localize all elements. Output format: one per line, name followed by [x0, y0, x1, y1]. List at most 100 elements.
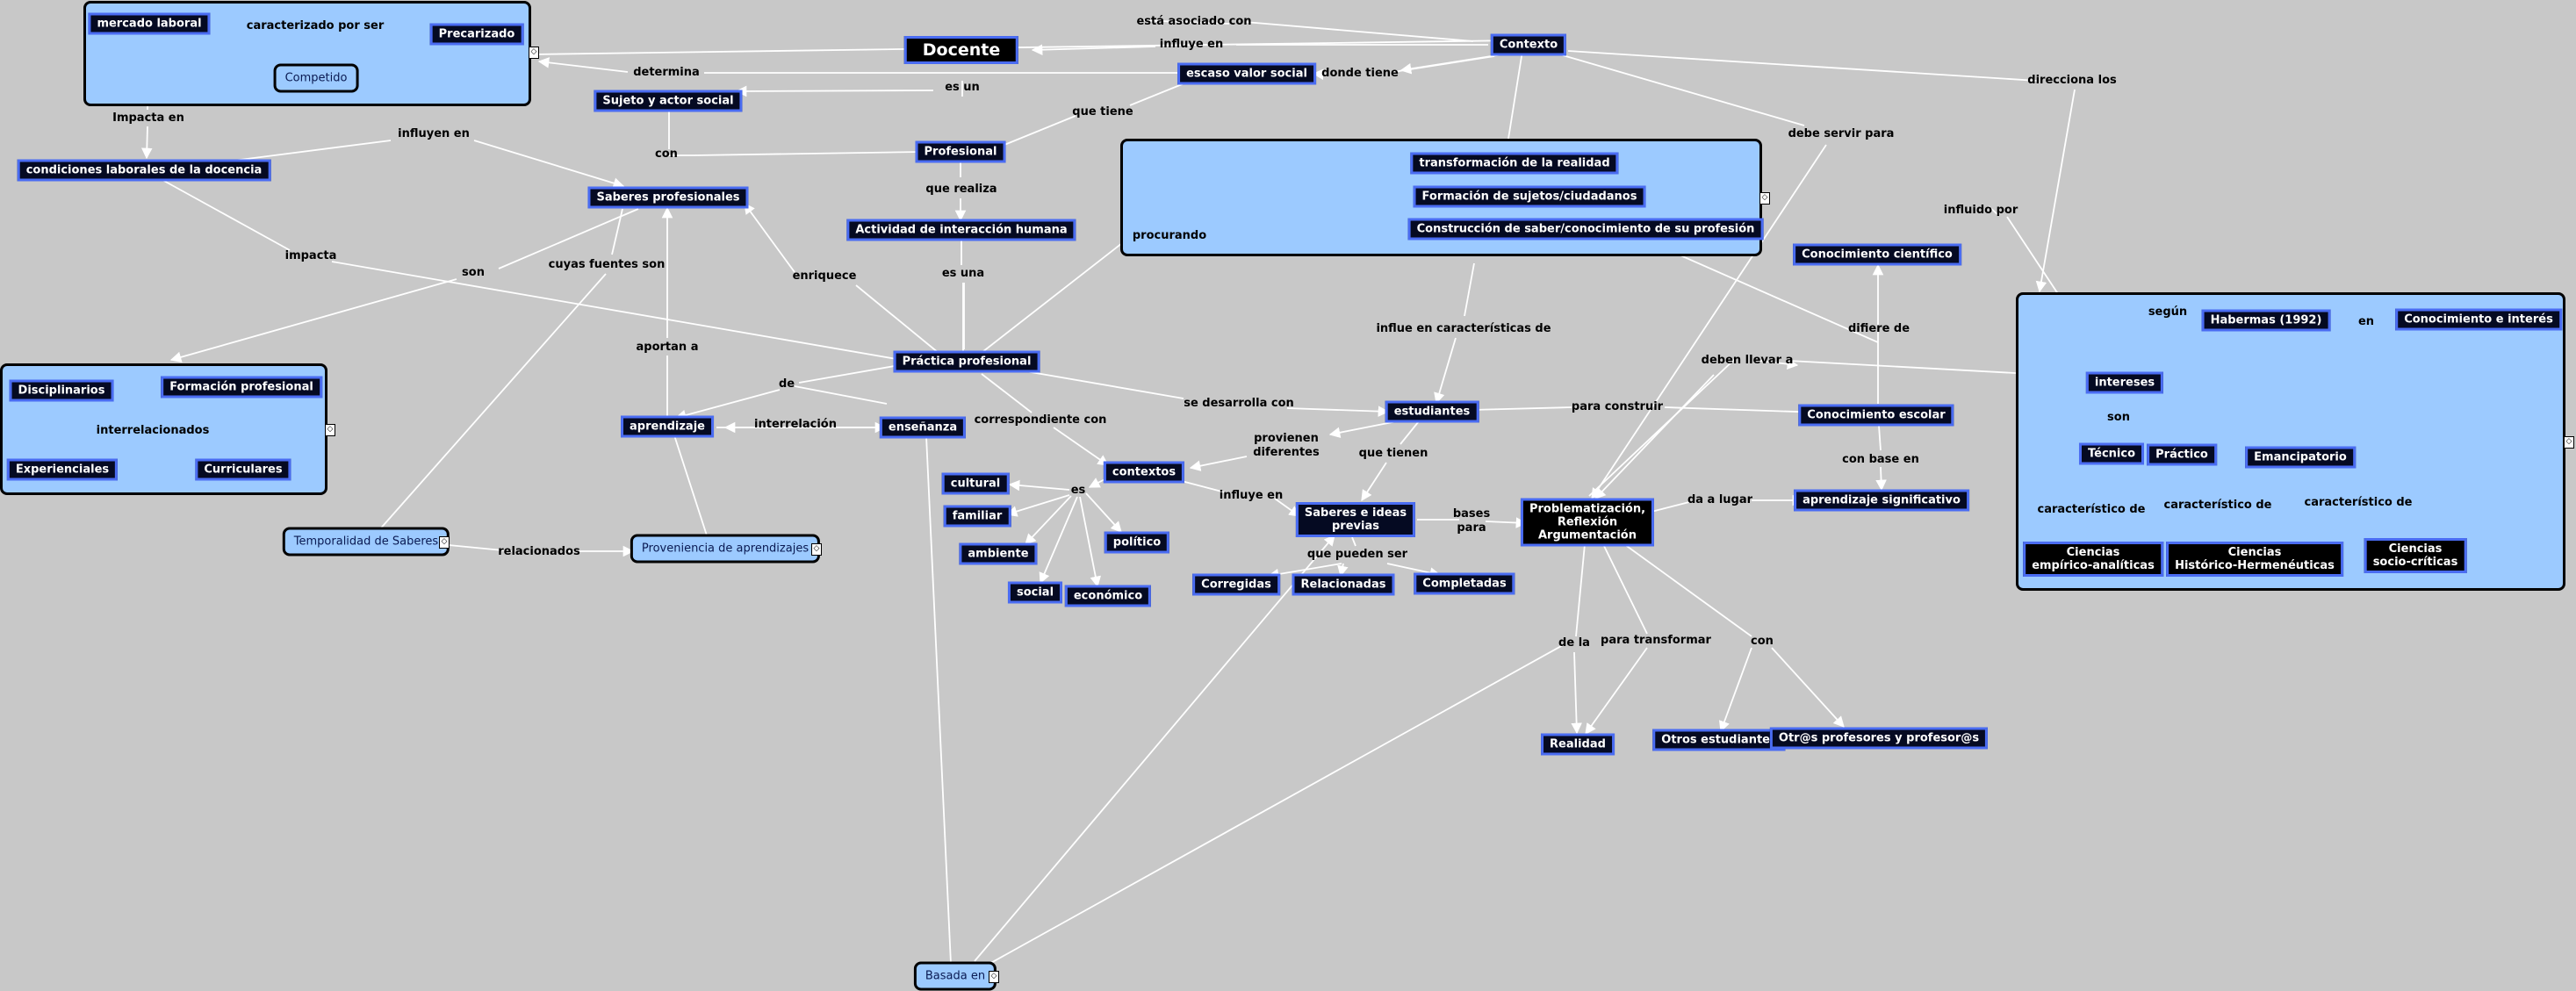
concept-familiar[interactable]: familiar — [943, 505, 1011, 528]
connection-line — [377, 273, 607, 533]
concept-aprendizaje-significativo[interactable]: aprendizaje significativo — [1794, 489, 1969, 512]
collapse-toggle-icon[interactable]: ◇ — [1759, 192, 1770, 205]
concept-practico[interactable]: Práctico — [2147, 443, 2217, 466]
linked-concept-competido[interactable]: Competido — [273, 63, 359, 93]
linked-concept-proveniencia[interactable]: Proveniencia de aprendizajes — [630, 534, 821, 564]
link-influe-caracteristicas: influe en características de — [1376, 322, 1551, 335]
concept-completadas[interactable]: Completadas — [1414, 572, 1515, 595]
concept-relacionadas[interactable]: Relacionadas — [1292, 573, 1395, 596]
connection-line — [141, 126, 153, 160]
concept-emancipatorio[interactable]: Emancipatorio — [2245, 446, 2356, 469]
link-aportan-a: aportan a — [636, 341, 699, 354]
concept-formacion-sujetos[interactable]: Formación de sujetos/ciudadanos — [1413, 185, 1646, 208]
concept-estudiantes[interactable]: estudiantes — [1385, 400, 1479, 423]
concept-habermas[interactable]: Habermas (1992) — [2201, 309, 2331, 332]
link-con-base-en: con base en — [1842, 453, 1919, 466]
concept-otros-profesores[interactable]: Otr@s profesores y profesor@s — [1769, 727, 1989, 750]
connection-line — [2035, 89, 2076, 293]
link-son-right: son — [2107, 411, 2130, 424]
connection-line — [1567, 50, 2038, 82]
collapse-toggle-icon[interactable]: ◇ — [439, 536, 450, 549]
connection-line — [473, 140, 625, 189]
concept-experienciales[interactable]: Experienciales — [6, 458, 119, 481]
linked-concept-basada-en[interactable]: Basada en — [913, 961, 997, 991]
connection-line — [1623, 543, 1752, 637]
connection-line — [1286, 406, 1390, 417]
concept-aprendizaje[interactable]: aprendizaje — [621, 415, 714, 438]
concept-escaso-valor-social[interactable]: escaso valor social — [1177, 62, 1316, 85]
connection-line — [219, 140, 392, 163]
link-para-transformar: para transformar — [1601, 634, 1711, 647]
connection-line — [979, 644, 1564, 970]
concept-ambiente[interactable]: ambiente — [959, 542, 1038, 565]
concept-transformacion-realidad[interactable]: transformación de la realidad — [1410, 152, 1619, 175]
collapse-toggle-icon[interactable]: ◇ — [325, 424, 335, 436]
collapse-toggle-icon[interactable]: ◇ — [989, 971, 999, 983]
concept-sujeto-actor-social[interactable]: Sujeto y actor social — [594, 90, 743, 112]
connection-line — [1010, 368, 1184, 399]
concept-contextos[interactable]: contextos — [1103, 461, 1185, 484]
collapse-toggle-icon[interactable]: ◇ — [2564, 436, 2574, 449]
concept-construccion-saber[interactable]: Construcción de saber/conocimiento de su… — [1407, 218, 1764, 241]
link-provienen-diferentes: provienen diferentes — [1253, 432, 1320, 459]
connection-line — [1571, 651, 1582, 735]
link-que-tiene: que tiene — [1072, 105, 1133, 118]
concept-disciplinarios[interactable]: Disciplinarios — [9, 379, 114, 402]
link-influido-por: influido por — [1943, 204, 2018, 217]
connection-line — [974, 535, 1335, 962]
connection-line — [1759, 358, 1799, 370]
concept-intereses[interactable]: intereses — [2085, 371, 2164, 394]
connection-line — [1602, 543, 1648, 635]
concept-ciencias-historico[interactable]: Ciencias Histórico-Hermenéuticas — [2166, 542, 2343, 577]
concept-otros-estudiantes[interactable]: Otros estudiantes — [1652, 729, 1786, 751]
concept-docente[interactable]: Docente — [903, 36, 1019, 64]
connection-line — [1507, 50, 1523, 140]
connection-line — [169, 278, 457, 363]
connection-line — [1464, 262, 1475, 317]
concept-contexto[interactable]: Contexto — [1490, 33, 1567, 56]
concept-politico[interactable]: político — [1104, 531, 1170, 554]
concept-condiciones-laborales[interactable]: condiciones laborales de la docencia — [17, 159, 271, 182]
connection-line — [1004, 115, 1076, 146]
concept-formacion-profesional[interactable]: Formación profesional — [161, 376, 322, 399]
concept-ensenanza[interactable]: enseñanza — [879, 416, 967, 439]
concept-cultural[interactable]: cultural — [941, 472, 1010, 495]
connection-line — [1053, 427, 1110, 466]
concept-saberes-ideas-previas[interactable]: Saberes e ideas previas — [1295, 502, 1416, 537]
concept-conocimiento-interes[interactable]: Conocimiento e interés — [2395, 308, 2562, 331]
link-que-pueden-ser: que pueden ser — [1306, 548, 1408, 561]
concept-conocimiento-cientifico[interactable]: Conocimiento científico — [1793, 243, 1961, 266]
connection-line — [1008, 479, 1070, 492]
concept-ciencias-empirico[interactable]: Ciencias empírico-analíticas — [2023, 542, 2163, 577]
connection-line — [1025, 495, 1072, 545]
link-direcciona-los: direcciona los — [2027, 74, 2117, 87]
concept-ciencias-socio[interactable]: Ciencias socio-críticas — [2364, 538, 2467, 573]
connection-line — [1664, 406, 1824, 418]
concept-social[interactable]: social — [1007, 581, 1063, 604]
connection-line — [1471, 406, 1572, 411]
concept-curriculares[interactable]: Curriculares — [195, 458, 291, 481]
concept-actividad-interaccion[interactable]: Actividad de interacción humana — [846, 219, 1076, 241]
concept-profesional[interactable]: Profesional — [915, 140, 1006, 163]
link-relacionados: relacionados — [498, 545, 580, 558]
link-con: con — [655, 147, 678, 161]
concept-economico[interactable]: económico — [1064, 585, 1152, 607]
concept-corregidas[interactable]: Corregidas — [1192, 573, 1280, 596]
concept-mercado-laboral[interactable]: mercado laboral — [88, 12, 211, 35]
concept-precarizado[interactable]: Precarizado — [429, 23, 524, 46]
link-se-desarrolla-con: se desarrolla con — [1184, 397, 1294, 410]
link-es: es — [1070, 484, 1086, 497]
connection-line — [1585, 647, 1648, 736]
link-impacta-en: Impacta en — [112, 111, 184, 125]
concept-practica-profesional[interactable]: Práctica profesional — [893, 350, 1040, 373]
collapse-toggle-icon[interactable]: ◇ — [529, 47, 539, 59]
concept-realidad[interactable]: Realidad — [1541, 733, 1615, 756]
concept-conocimiento-escolar[interactable]: Conocimiento escolar — [1798, 404, 1954, 427]
concept-tecnico[interactable]: Técnico — [2078, 442, 2145, 465]
linked-concept-temporalidad[interactable]: Temporalidad de Saberes — [282, 527, 450, 557]
link-que-realiza: que realiza — [925, 183, 997, 196]
concept-problematizacion[interactable]: Problematización, Reflexión Argumentació… — [1520, 498, 1655, 547]
link-impacta: impacta — [284, 249, 337, 262]
concept-saberes-profesionales[interactable]: Saberes profesionales — [587, 186, 749, 209]
collapse-toggle-icon[interactable]: ◇ — [811, 543, 822, 556]
